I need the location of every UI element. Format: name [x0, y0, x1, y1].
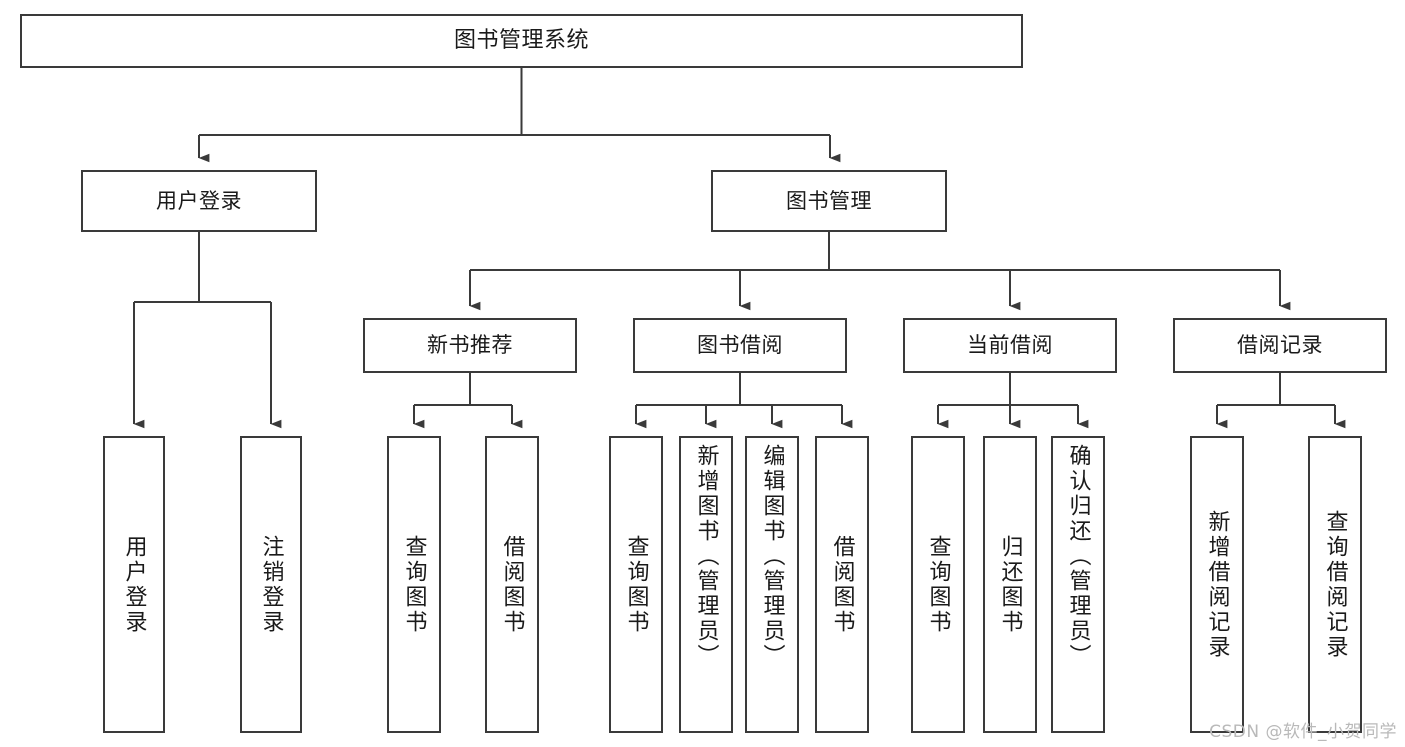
node-leaf-return-book[interactable]: 归还图书 [983, 436, 1037, 733]
csdn-watermark: CSDN @软件_小贺同学 [1209, 722, 1397, 742]
node-label: 注销登录 [258, 534, 284, 635]
node-leaf-query-book-current[interactable]: 查询图书 [911, 436, 965, 733]
node-label: 编辑图书（管理员） [759, 444, 785, 669]
node-new-book-rec[interactable]: 新书推荐 [363, 318, 577, 373]
node-label: 查询图书 [401, 534, 427, 635]
node-label: 新增图书（管理员） [693, 444, 719, 669]
node-leaf-add-borrow-record[interactable]: 新增借阅记录 [1190, 436, 1244, 733]
node-label: 查询图书 [623, 534, 649, 635]
node-leaf-edit-book-admin[interactable]: 编辑图书（管理员） [745, 436, 799, 733]
node-label: 查询图书 [925, 534, 951, 635]
node-root-system[interactable]: 图书管理系统 [20, 14, 1023, 68]
node-leaf-user-logout[interactable]: 注销登录 [240, 436, 302, 733]
node-label: 借阅图书 [499, 534, 525, 635]
node-user-login[interactable]: 用户登录 [81, 170, 317, 232]
node-leaf-user-login[interactable]: 用户登录 [103, 436, 165, 733]
node-leaf-query-book-rec[interactable]: 查询图书 [387, 436, 441, 733]
node-label: 图书管理 [786, 188, 872, 213]
node-label: 新增借阅记录 [1204, 509, 1230, 660]
node-label: 查询借阅记录 [1322, 509, 1348, 660]
node-label: 借阅图书 [829, 534, 855, 635]
node-current-borrow[interactable]: 当前借阅 [903, 318, 1117, 373]
node-leaf-borrow-book[interactable]: 借阅图书 [815, 436, 869, 733]
node-label: 图书借阅 [697, 333, 783, 358]
node-book-manage[interactable]: 图书管理 [711, 170, 947, 232]
node-leaf-borrow-book-rec[interactable]: 借阅图书 [485, 436, 539, 733]
node-book-borrow[interactable]: 图书借阅 [633, 318, 847, 373]
node-leaf-confirm-return-admin[interactable]: 确认归还（管理员） [1051, 436, 1105, 733]
node-leaf-query-book-borrow[interactable]: 查询图书 [609, 436, 663, 733]
node-label: 图书管理系统 [453, 28, 589, 54]
node-leaf-add-book-admin[interactable]: 新增图书（管理员） [679, 436, 733, 733]
node-borrow-record[interactable]: 借阅记录 [1173, 318, 1387, 373]
node-label: 用户登录 [121, 534, 147, 635]
node-label: 归还图书 [997, 534, 1023, 635]
node-label: 新书推荐 [427, 333, 513, 358]
node-label: 用户登录 [156, 188, 242, 213]
node-label: 借阅记录 [1237, 333, 1323, 358]
node-label: 当前借阅 [967, 333, 1053, 358]
node-label: 确认归还（管理员） [1065, 444, 1091, 669]
node-leaf-query-borrow-record[interactable]: 查询借阅记录 [1308, 436, 1362, 733]
